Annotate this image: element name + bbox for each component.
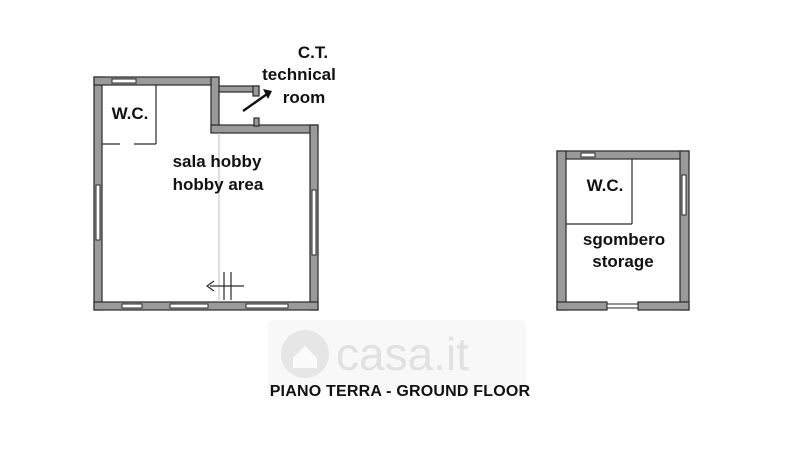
ct-label-line2: technical [262, 65, 336, 84]
window-top [111, 78, 137, 84]
ct-wall-right [252, 85, 260, 97]
storage-label-line1: sgombero [583, 230, 665, 249]
hobby-label-line2: hobby area [173, 175, 264, 194]
ct-label-line3: room [283, 88, 326, 107]
storage-label-line2: storage [592, 252, 653, 271]
door-bottom-left [121, 303, 143, 309]
r-wall-left [556, 150, 567, 311]
ct-pointer-arrow-icon [242, 89, 272, 112]
r-wall-top [556, 150, 690, 160]
r-window-top [580, 152, 596, 158]
floor-title: PIANO TERRA - GROUND FLOOR [270, 383, 531, 400]
ct-wall-stub [253, 117, 260, 127]
ct-label-line1: C.T. [298, 43, 328, 62]
right-building [556, 150, 690, 311]
door-bottom-right [245, 303, 289, 309]
wall-step-vertical [210, 76, 220, 133]
window-bottom [169, 303, 209, 309]
window-left [95, 184, 101, 241]
wc-right-label: W.C. [587, 176, 624, 195]
window-right [311, 189, 317, 256]
house-logo-icon [281, 330, 329, 378]
r-wall-bottom-right [637, 301, 690, 311]
r-window-right [681, 174, 687, 216]
wc-left-label: W.C. [112, 104, 149, 123]
watermark-text: casa.it [336, 328, 469, 380]
hobby-label-line1: sala hobby [173, 152, 262, 171]
watermark: casa.it [268, 320, 526, 390]
r-wall-bottom-left [556, 301, 608, 311]
left-building [93, 76, 319, 311]
entry-arrow-icon [205, 272, 244, 300]
r-door-bottom [606, 303, 639, 309]
wall-top-right [210, 124, 319, 134]
